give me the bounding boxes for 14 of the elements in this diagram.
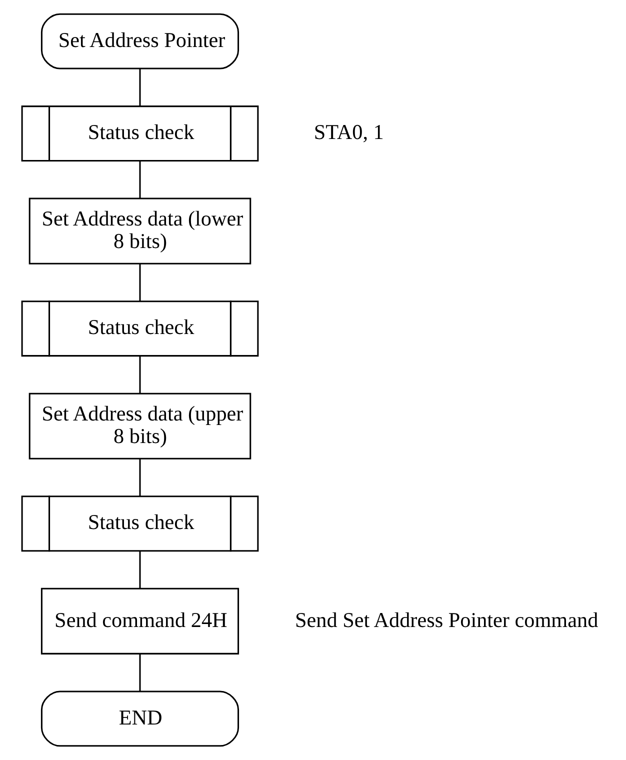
node-label: STA0, 1 bbox=[313, 120, 384, 144]
node-box: Set Address data (lower 8 bits) bbox=[28, 198, 251, 264]
node-box: END bbox=[40, 690, 239, 747]
node-box: Send command 24H bbox=[40, 588, 239, 654]
connector bbox=[138, 264, 140, 302]
connector bbox=[138, 68, 140, 106]
connector bbox=[138, 550, 140, 588]
connector bbox=[138, 459, 140, 496]
connector bbox=[138, 356, 140, 394]
connector bbox=[138, 160, 140, 198]
node-box: Set Address Pointer bbox=[40, 13, 239, 70]
node-box: Set Address data (upper 8 bits) bbox=[28, 392, 251, 460]
node-label: Send Set Address Pointer command bbox=[294, 608, 598, 632]
connector bbox=[138, 654, 140, 692]
